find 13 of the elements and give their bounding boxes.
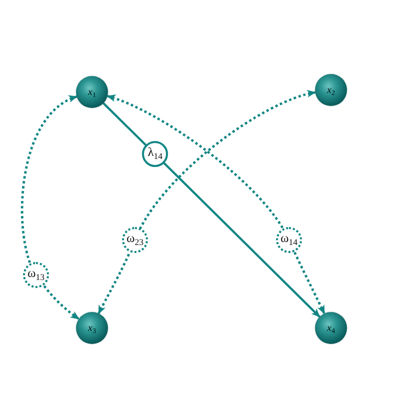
sphere-node [76,312,108,344]
node-label: x$_{3}$ [88,322,96,334]
node-label: x$_{2}$ [327,84,335,96]
edge-label: ω$_{13}$ [23,262,49,288]
edge-label: ω$_{14}$ [276,227,302,253]
dotted-arrow [20,96,80,320]
sphere-node [315,74,347,106]
node-label: x$_{1}$ [88,86,96,98]
node-label: x$_{4}$ [327,322,335,334]
edge-label: ω$_{23}$ [122,227,148,253]
sphere-node [76,76,108,108]
sphere-node [315,312,347,344]
edge-label: λ$_{14}$ [142,141,168,168]
